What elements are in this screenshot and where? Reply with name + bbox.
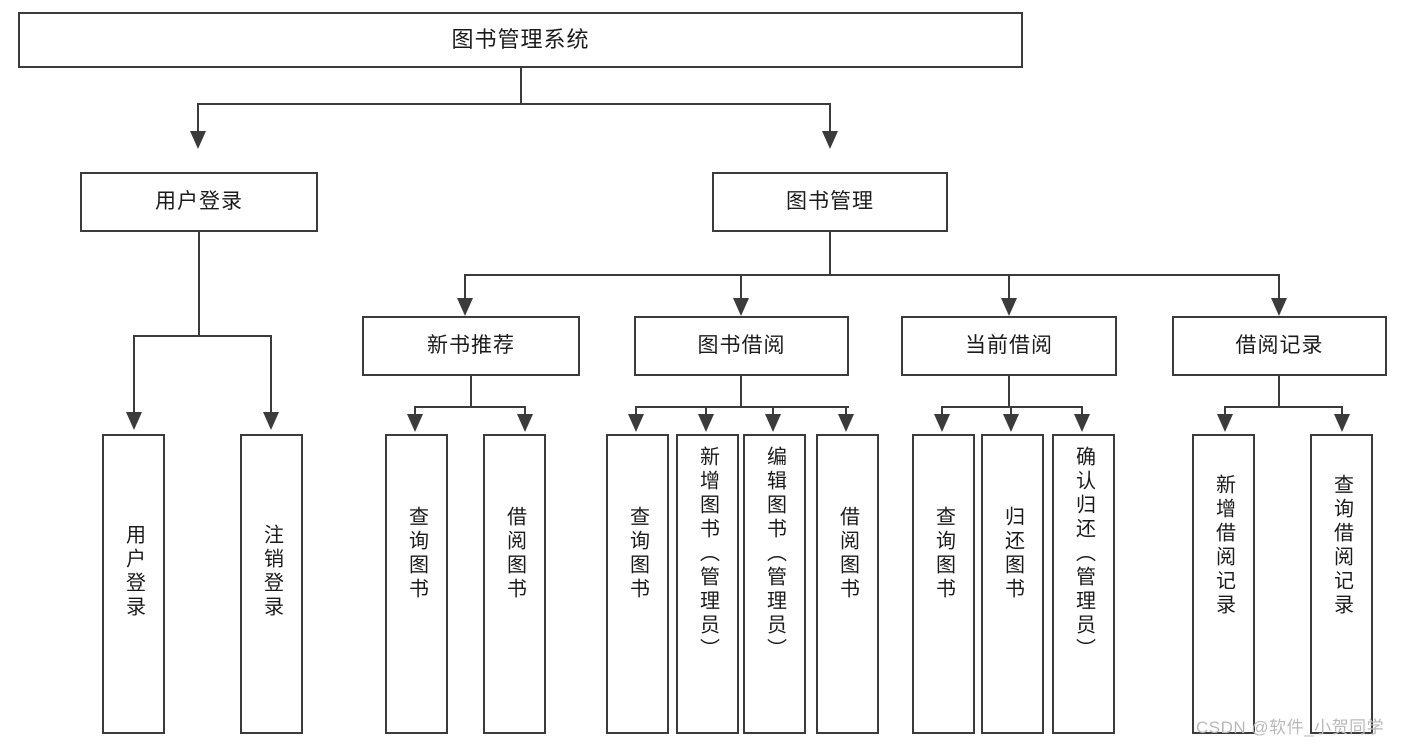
node-label: 新书推荐	[427, 333, 515, 357]
leaf-add-book-admin[interactable]: 新增图书（管理员）	[676, 434, 739, 734]
node-label: 图书借阅	[697, 333, 786, 357]
arrowhead-level3-3	[1001, 298, 1017, 316]
leaf-label: 确认归还（管理员）	[1072, 446, 1095, 662]
connector-level3-drop-2	[740, 274, 742, 300]
connector-currentborrow-drop-1	[941, 406, 943, 416]
leaf-label: 借阅图书	[836, 506, 859, 602]
connector-bookborrow-drop-3	[772, 406, 774, 416]
arrowhead-level3-4	[1271, 298, 1287, 316]
connector-level3-drop-4	[1278, 274, 1280, 300]
leaf-borrow-book-newbook[interactable]: 借阅图书	[483, 434, 546, 734]
leaf-add-borrow-record[interactable]: 新增借阅记录	[1192, 434, 1255, 734]
connector-root-trunk	[520, 68, 522, 103]
arrowhead-borrowrecord-1	[1217, 414, 1233, 432]
node-label: 当前借阅	[965, 333, 1053, 357]
connector-bookborrow-bar	[635, 406, 849, 408]
connector-currentborrow-bar	[941, 406, 1083, 408]
connector-level2-drop-2	[829, 103, 831, 131]
arrowhead-level3-2	[733, 298, 749, 316]
leaf-user-login[interactable]: 用户登录	[102, 434, 165, 734]
leaf-query-book-newbook[interactable]: 查询图书	[385, 434, 448, 734]
connector-level2-bar	[197, 103, 831, 105]
arrowhead-level3-1	[457, 298, 473, 316]
leaf-query-borrow-record[interactable]: 查询借阅记录	[1310, 434, 1373, 734]
node-label: 借阅记录	[1235, 333, 1324, 357]
arrowhead-bookborrow-4	[838, 414, 854, 432]
leaf-query-book-current[interactable]: 查询图书	[912, 434, 975, 734]
connector-newbook-trunk	[470, 376, 472, 406]
node-label: 图书管理系统	[451, 27, 590, 53]
connector-level3-bar	[464, 274, 1280, 276]
connector-userlogin-drop-1	[133, 335, 135, 415]
connector-borrowrecord-drop-2	[1341, 406, 1343, 416]
connector-userlogin-drop-2	[270, 335, 272, 415]
arrowhead-bookborrow-3	[765, 414, 781, 432]
arrowhead-userlogin-1	[126, 412, 142, 430]
leaf-label: 查询借阅记录	[1330, 474, 1353, 618]
node-label: 用户登录	[155, 189, 243, 213]
arrowhead-level2-2	[822, 131, 838, 149]
connector-userlogin-bar	[133, 335, 272, 337]
connector-newbook-drop-1	[414, 406, 416, 416]
arrowhead-level2-1	[190, 131, 206, 149]
connector-bookborrow-drop-1	[635, 406, 637, 416]
arrowhead-bookborrow-1	[628, 414, 644, 432]
csdn-watermark: CSDN @软件_小贺同学	[1196, 718, 1385, 737]
node-label: 图书管理	[786, 189, 874, 213]
node-current-borrow[interactable]: 当前借阅	[901, 316, 1117, 376]
node-borrow-record[interactable]: 借阅记录	[1172, 316, 1387, 376]
node-user-login[interactable]: 用户登录	[80, 172, 318, 232]
connector-borrowrecord-trunk	[1278, 376, 1280, 406]
connector-currentborrow-drop-2	[1010, 406, 1012, 416]
leaf-confirm-return-admin[interactable]: 确认归还（管理员）	[1052, 434, 1115, 734]
leaf-edit-book-admin[interactable]: 编辑图书（管理员）	[743, 434, 806, 734]
leaf-label: 借阅图书	[503, 506, 526, 602]
connector-newbook-drop-2	[524, 406, 526, 416]
connector-currentborrow-drop-3	[1081, 406, 1083, 416]
node-new-book-recommend[interactable]: 新书推荐	[362, 316, 580, 376]
connector-bookmgmt-trunk	[829, 232, 831, 274]
connector-level3-drop-1	[464, 274, 466, 300]
connector-newbook-bar	[414, 406, 526, 408]
leaf-label: 注销登录	[260, 524, 283, 620]
node-book-management[interactable]: 图书管理	[712, 172, 948, 232]
leaf-label: 归还图书	[1001, 506, 1024, 602]
connector-level3-drop-3	[1008, 274, 1010, 300]
arrowhead-newbook-1	[407, 414, 423, 432]
connector-currentborrow-trunk	[1008, 376, 1010, 406]
leaf-label: 查询图书	[626, 506, 649, 602]
arrowhead-borrowrecord-2	[1334, 414, 1350, 432]
connector-bookborrow-drop-4	[845, 406, 847, 416]
connector-bookborrow-trunk	[740, 376, 742, 406]
arrowhead-bookborrow-2	[698, 414, 714, 432]
connector-borrowrecord-bar	[1224, 406, 1343, 408]
connector-userlogin-trunk	[198, 232, 200, 335]
leaf-query-book-borrow[interactable]: 查询图书	[606, 434, 669, 734]
arrowhead-currentborrow-1	[934, 414, 950, 432]
leaf-label: 新增图书（管理员）	[696, 446, 719, 662]
leaf-label: 编辑图书（管理员）	[763, 446, 786, 662]
arrowhead-currentborrow-3	[1074, 414, 1090, 432]
arrowhead-newbook-2	[517, 414, 533, 432]
leaf-logout[interactable]: 注销登录	[240, 434, 303, 734]
leaf-return-book[interactable]: 归还图书	[981, 434, 1044, 734]
leaf-label: 查询图书	[932, 506, 955, 602]
connector-borrowrecord-drop-1	[1224, 406, 1226, 416]
leaf-label: 用户登录	[122, 524, 145, 620]
node-root-system[interactable]: 图书管理系统	[18, 12, 1023, 68]
arrowhead-userlogin-2	[263, 412, 279, 430]
leaf-borrow-book[interactable]: 借阅图书	[816, 434, 879, 734]
node-book-borrow[interactable]: 图书借阅	[634, 316, 849, 376]
arrowhead-currentborrow-2	[1003, 414, 1019, 432]
connector-bookborrow-drop-2	[705, 406, 707, 416]
connector-level2-drop-1	[197, 103, 199, 131]
leaf-label: 新增借阅记录	[1212, 474, 1235, 618]
leaf-label: 查询图书	[405, 506, 428, 602]
